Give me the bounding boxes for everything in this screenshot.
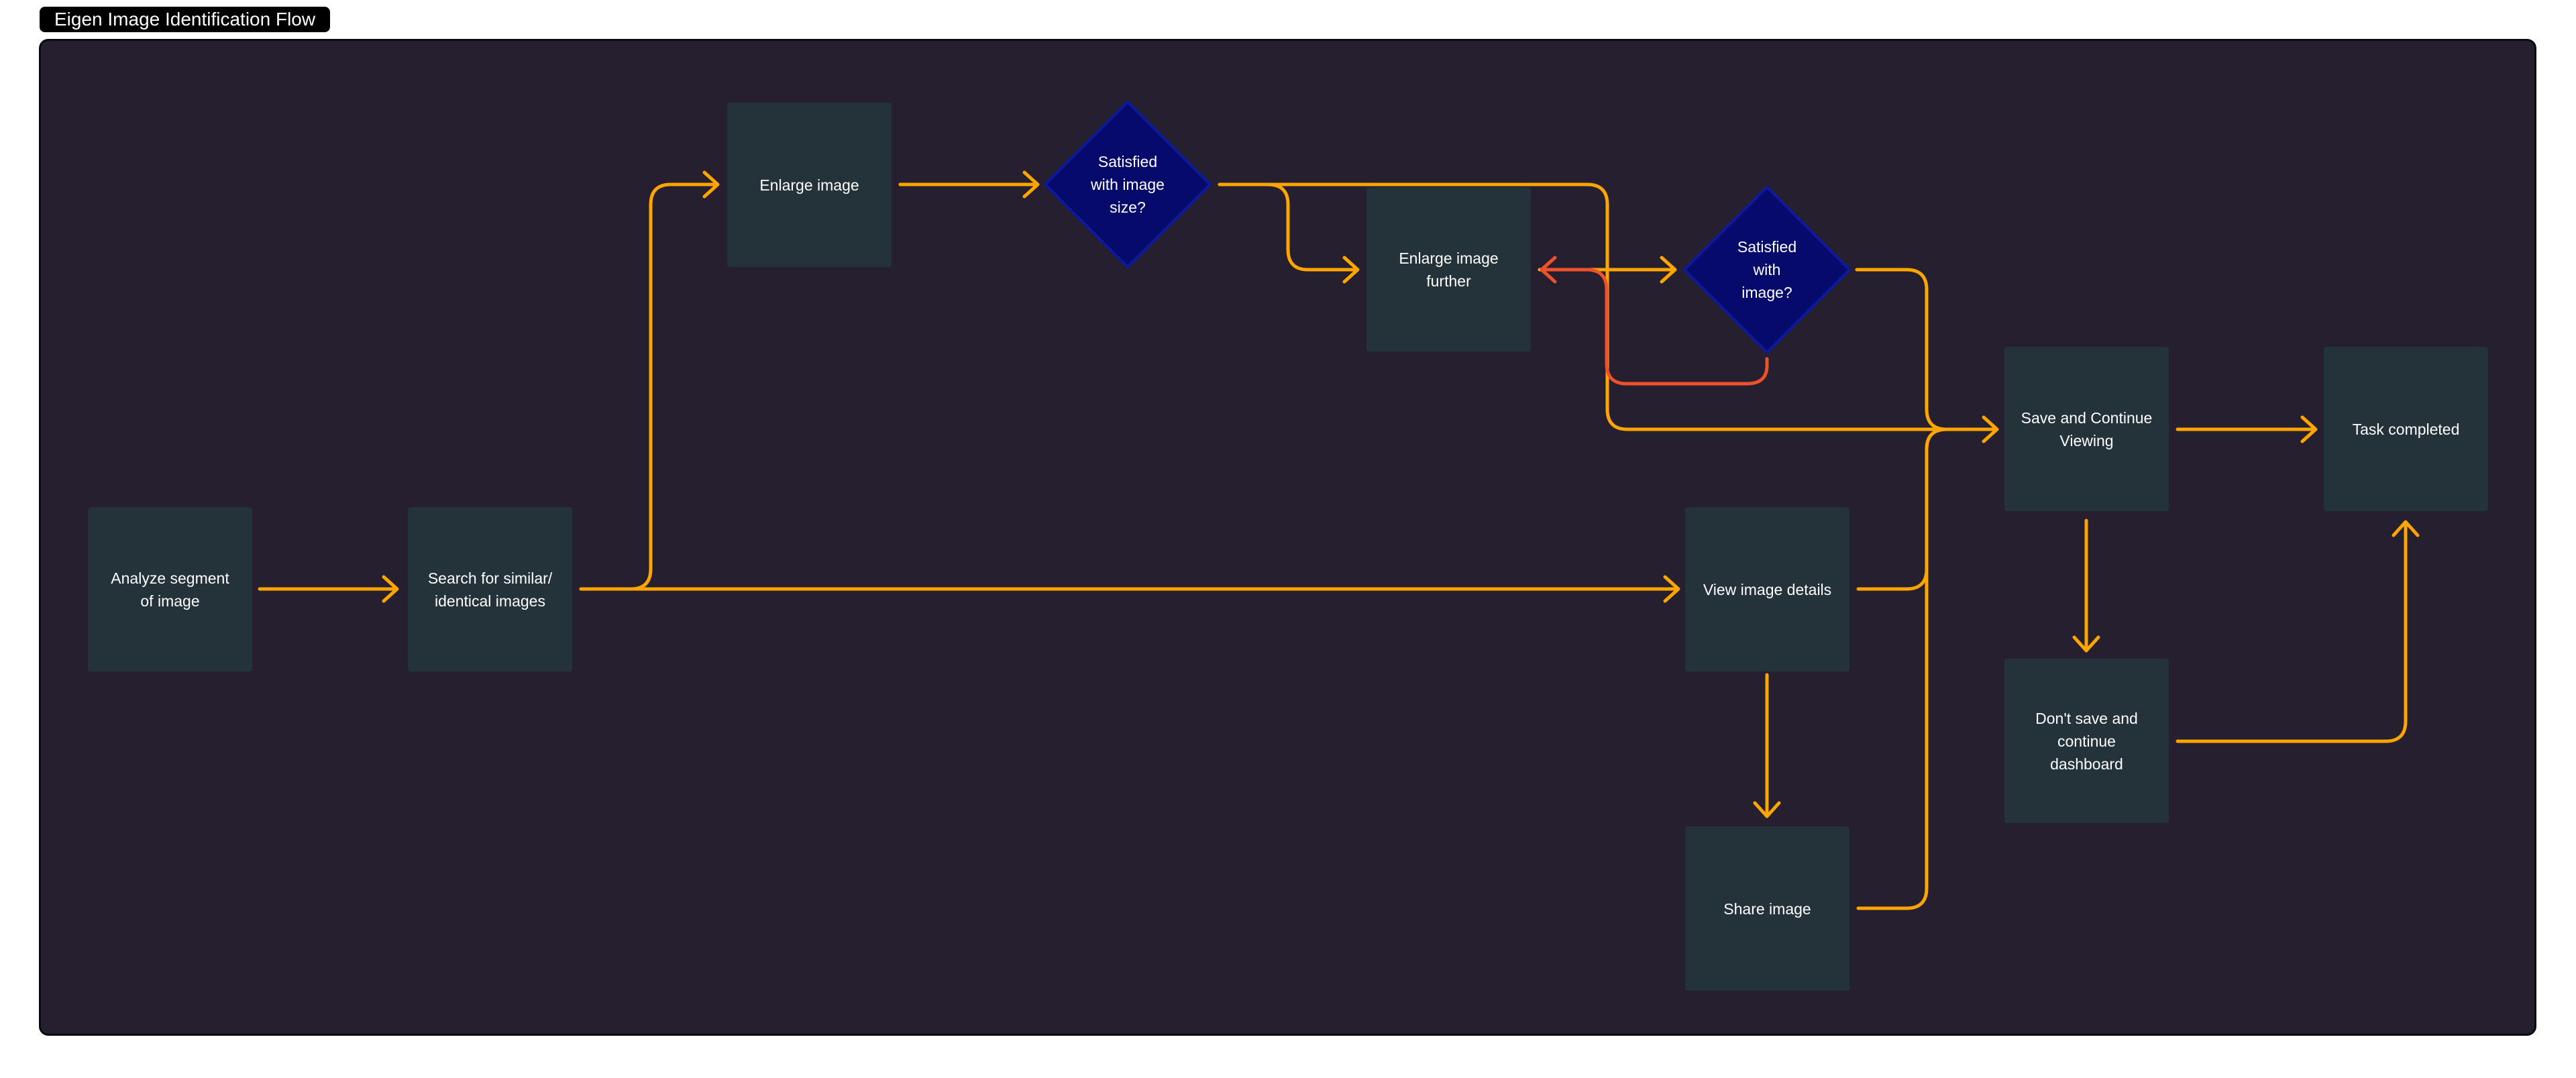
node-enlarge-image-further[interactable]: Enlarge image further	[1366, 187, 1531, 352]
arrowhead	[1982, 415, 1999, 443]
decision-label: Satisfied with image?	[1737, 238, 1797, 301]
node-analyze-segment[interactable]: Analyze segment of image	[88, 507, 252, 671]
node-share-image[interactable]: Share image	[1685, 826, 1849, 991]
edge-view-details-to-save	[1856, 427, 1949, 591]
node-label: Enlarge image	[759, 176, 859, 194]
node-label: View image details	[1703, 580, 1832, 598]
arrowhead	[1660, 256, 1677, 284]
node-label: Enlarge image further	[1399, 249, 1499, 290]
arrowhead	[2300, 415, 2318, 443]
arrowhead	[1663, 575, 1680, 603]
arrowhead	[382, 575, 399, 603]
edge-dont-save-to-task-completed	[2176, 521, 2408, 743]
arrowhead	[1022, 170, 1040, 199]
edge-share-to-save	[1856, 427, 1949, 910]
node-dont-save[interactable]: Don't save and continue dashboard	[2004, 659, 2169, 823]
arrowhead	[2072, 635, 2100, 653]
node-label: Search for similar/ identical images	[427, 569, 553, 610]
arrowhead	[702, 170, 720, 199]
arrowhead	[1753, 801, 1781, 818]
node-task-completed[interactable]: Task completed	[2324, 347, 2488, 511]
arrowhead	[1540, 256, 1557, 284]
arrowhead	[1342, 256, 1360, 284]
decision-satisfied-with-image-size[interactable]: Satisfied with image size?	[1043, 100, 1212, 269]
node-view-image-details[interactable]: View image details	[1685, 507, 1849, 671]
node-label: Share image	[1723, 900, 1811, 918]
decision-satisfied-with-image[interactable]: Satisfied with image?	[1682, 185, 1851, 354]
node-label: Don't save and continue dashboard	[2035, 709, 2138, 773]
edge-search-to-enlarge	[579, 182, 718, 591]
arrowhead	[2392, 520, 2420, 537]
node-search-similar[interactable]: Search for similar/ identical images	[408, 507, 572, 671]
node-label: Analyze segment of image	[111, 569, 229, 610]
node-label: Save and Continue Viewing	[2021, 409, 2153, 449]
node-label: Task completed	[2352, 420, 2460, 438]
node-save-and-continue[interactable]: Save and Continue Viewing	[2004, 347, 2169, 511]
edge-satisfied-image-loop-back	[1540, 268, 1769, 386]
edge-satisfied-size-to-enlarge-further	[1218, 182, 1358, 272]
frame-title: Eigen Image Identification Flow	[40, 7, 331, 32]
decision-label: Satisfied with image size?	[1091, 153, 1165, 216]
edge-satisfied-image-to-save	[1855, 268, 1949, 431]
node-enlarge-image[interactable]: Enlarge image	[727, 103, 892, 267]
